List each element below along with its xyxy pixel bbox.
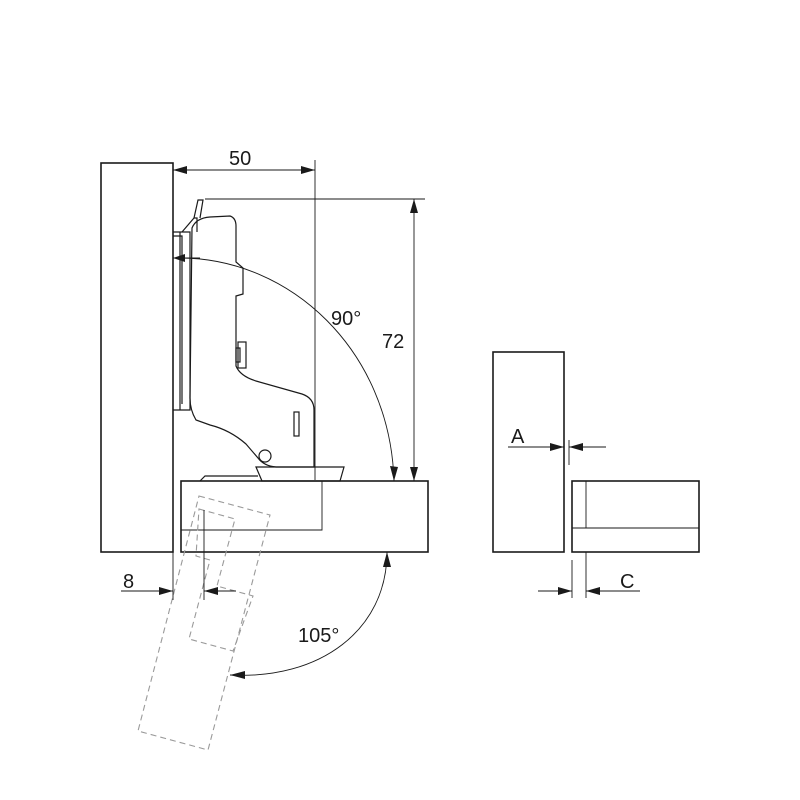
hinge-body [173,199,345,482]
angle-90-arc: 90° [173,254,398,482]
dimension-height-72: 72 [205,198,425,481]
detail-side-panel [492,351,565,553]
angle-90-label: 90° [331,308,361,330]
door-panel [180,480,429,553]
detail-door-panel [571,480,700,553]
door-open-ghost [137,495,271,751]
gap-c-label: C [620,571,634,593]
dimension-overlay-50: 50 [173,148,316,480]
side-panel [100,162,174,553]
angle-105-arc: 105° [229,551,391,679]
dimension-offset-8: 8 [121,510,236,600]
gap-a-label: A [511,426,525,448]
dimension-50-label: 50 [229,148,251,170]
dimension-gap-c: C [538,552,640,598]
dimension-8-label: 8 [123,571,134,593]
dimension-gap-a: A [508,426,606,465]
hinge-cup-recess [181,481,323,531]
dimension-72-label: 72 [382,331,404,353]
angle-105-label: 105° [298,625,339,647]
